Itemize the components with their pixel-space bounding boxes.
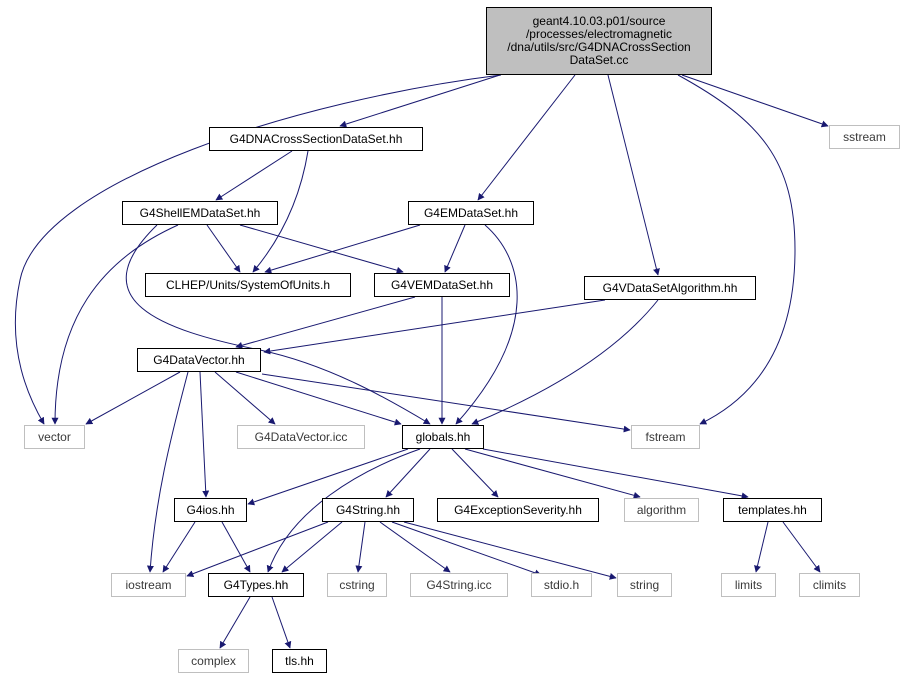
g4vemdataset-node[interactable]: G4VEMDataSet.hh bbox=[374, 273, 510, 297]
edge-globals-exc bbox=[451, 448, 499, 498]
g4exceptionseverity-node[interactable]: G4ExceptionSeverity.hh bbox=[437, 498, 599, 522]
limits-node: limits bbox=[721, 573, 776, 597]
g4string-icc-node: G4String.icc bbox=[410, 573, 508, 597]
g4shellemdataset-node[interactable]: G4ShellEMDataSet.hh bbox=[122, 201, 278, 225]
edge-str-stdio bbox=[391, 521, 542, 577]
edge-emds-globals bbox=[455, 224, 518, 425]
edge-globals-ios bbox=[247, 448, 409, 506]
stdio-node: stdio.h bbox=[531, 573, 592, 597]
edge-root-dnacs bbox=[339, 74, 501, 128]
edge-dv-globals bbox=[235, 371, 402, 426]
edge-algo-globals bbox=[471, 299, 659, 425]
edge-types-tls bbox=[271, 596, 292, 649]
edge-algo-dv bbox=[263, 299, 606, 355]
templates-node[interactable]: templates.hh bbox=[723, 498, 822, 522]
sstream-node: sstream bbox=[829, 125, 900, 149]
edge-ios-types bbox=[221, 521, 251, 573]
edge-shell-vector bbox=[51, 224, 179, 425]
edge-str-string bbox=[403, 521, 617, 580]
edge-globals-algor bbox=[464, 448, 641, 499]
g4vdatasetalgorithm-node[interactable]: G4VDataSetAlgorithm.hh bbox=[584, 276, 756, 300]
fstream-node: fstream bbox=[631, 425, 700, 449]
edge-root-emds bbox=[477, 74, 576, 201]
edge-root-vector bbox=[14, 74, 502, 425]
edge-str-types bbox=[281, 521, 343, 573]
g4string-node[interactable]: G4String.hh bbox=[322, 498, 414, 522]
edge-dv-dvicc bbox=[214, 371, 276, 425]
iostream-node: iostream bbox=[111, 573, 186, 597]
edge-str-cstring bbox=[355, 521, 366, 573]
edge-str-stricc bbox=[379, 521, 451, 573]
edge-root-sstream bbox=[681, 74, 829, 128]
edge-shell-globals bbox=[125, 224, 431, 425]
edge-vem-dv bbox=[235, 296, 416, 349]
algorithm-node: algorithm bbox=[624, 498, 699, 522]
edge-dnacs-units bbox=[252, 150, 309, 273]
edge-dv-vector bbox=[85, 371, 181, 425]
edge-types-complex bbox=[219, 596, 251, 649]
g4types-node[interactable]: G4Types.hh bbox=[208, 573, 304, 597]
edge-ios-iostream bbox=[162, 521, 196, 573]
cstring-node: cstring bbox=[327, 573, 387, 597]
tls-node[interactable]: tls.hh bbox=[272, 649, 327, 673]
climits-node: climits bbox=[799, 573, 860, 597]
edge-shell-vem bbox=[239, 224, 404, 274]
edge-shell-units bbox=[206, 224, 241, 273]
g4datavector-icc-node: G4DataVector.icc bbox=[237, 425, 365, 449]
edge-globals-types bbox=[266, 448, 421, 573]
edge-emds-vem bbox=[444, 224, 466, 273]
g4datavector-node[interactable]: G4DataVector.hh bbox=[137, 348, 261, 372]
edge-root-algo bbox=[607, 74, 660, 276]
g4dnacrosssectiondataset-node[interactable]: G4DNACrossSectionDataSet.hh bbox=[209, 127, 423, 151]
edge-emds-units bbox=[264, 224, 421, 274]
edge-dv-iostream bbox=[146, 371, 189, 573]
complex-node: complex bbox=[178, 649, 249, 673]
edge-root-fstream bbox=[677, 74, 796, 425]
edge-globals-tmpl bbox=[482, 448, 749, 500]
g4ios-node[interactable]: G4ios.hh bbox=[174, 498, 247, 522]
edge-dv-ios bbox=[199, 371, 210, 498]
edge-dv-fstream bbox=[261, 373, 631, 433]
edge-tmpl-climits bbox=[782, 521, 821, 573]
globals-node[interactable]: globals.hh bbox=[402, 425, 484, 449]
g4emdataset-node[interactable]: G4EMDataSet.hh bbox=[408, 201, 534, 225]
edge-globals-str bbox=[385, 448, 431, 498]
edge-dnacs-shell bbox=[215, 150, 293, 201]
vector-node: vector bbox=[24, 425, 85, 449]
root-file-node: geant4.10.03.p01/source /processes/elect… bbox=[486, 7, 712, 75]
edge-tmpl-limits bbox=[754, 521, 769, 573]
string-node: string bbox=[617, 573, 672, 597]
edge-str-iostream bbox=[186, 521, 329, 578]
clhep-systemofunits-node[interactable]: CLHEP/Units/SystemOfUnits.h bbox=[145, 273, 351, 297]
